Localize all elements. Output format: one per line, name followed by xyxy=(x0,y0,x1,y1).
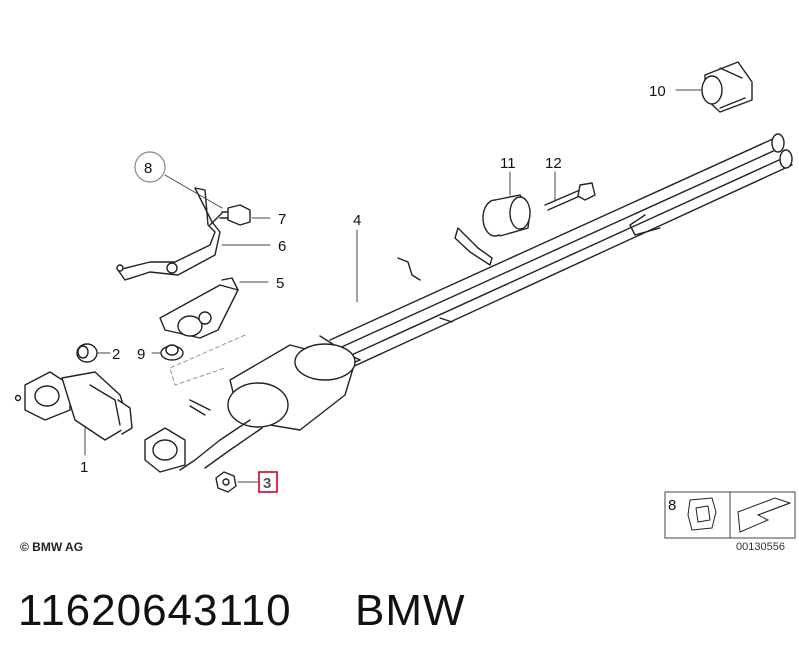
inset-callout-8[interactable]: 8 xyxy=(668,497,676,514)
callout-1[interactable]: 1 xyxy=(80,459,88,476)
callout-3-highlight-box xyxy=(258,471,278,493)
clamp-part-10 xyxy=(701,61,753,113)
nut-part-2 xyxy=(76,343,98,363)
callout-12[interactable]: 12 xyxy=(545,155,562,172)
callout-2[interactable]: 2 xyxy=(112,346,120,363)
brand-name: BMW xyxy=(355,586,466,635)
callout-10[interactable]: 10 xyxy=(649,83,666,100)
bolt-part-7 xyxy=(209,204,251,226)
part-number: 11620643110 xyxy=(18,586,292,635)
callout-4[interactable]: 4 xyxy=(353,212,361,229)
copyright-text: © BMW AG xyxy=(20,540,84,554)
callout-8-circle xyxy=(134,151,166,183)
inset-box xyxy=(664,491,796,539)
callout-8[interactable]: 8 xyxy=(144,160,152,177)
callout-6[interactable]: 6 xyxy=(278,238,286,255)
exhaust-diagram: 8 1 2 3 4 5 6 7 9 10 11 12 8 xyxy=(14,61,796,539)
catalytic-converter-part-1 xyxy=(14,371,133,441)
nut-part-9 xyxy=(160,344,184,361)
callout-7[interactable]: 7 xyxy=(278,211,286,228)
callout-3[interactable]: 3 xyxy=(263,475,271,492)
bolt-part-12 xyxy=(544,182,596,211)
leader-line-8 xyxy=(164,174,223,209)
diagram-code: 00130556 xyxy=(736,541,785,553)
callout-5[interactable]: 5 xyxy=(276,275,284,292)
bracket-part-6 xyxy=(116,187,221,281)
flange-front xyxy=(144,427,186,473)
mount-part-5 xyxy=(159,277,239,339)
nut-part-3 xyxy=(215,471,237,493)
catalytic-converter-front xyxy=(179,343,356,471)
assembly-dashed-outline xyxy=(169,334,246,386)
callout-11[interactable]: 11 xyxy=(500,155,516,172)
callout-9[interactable]: 9 xyxy=(137,346,145,363)
rubber-block-part-11 xyxy=(482,194,531,237)
